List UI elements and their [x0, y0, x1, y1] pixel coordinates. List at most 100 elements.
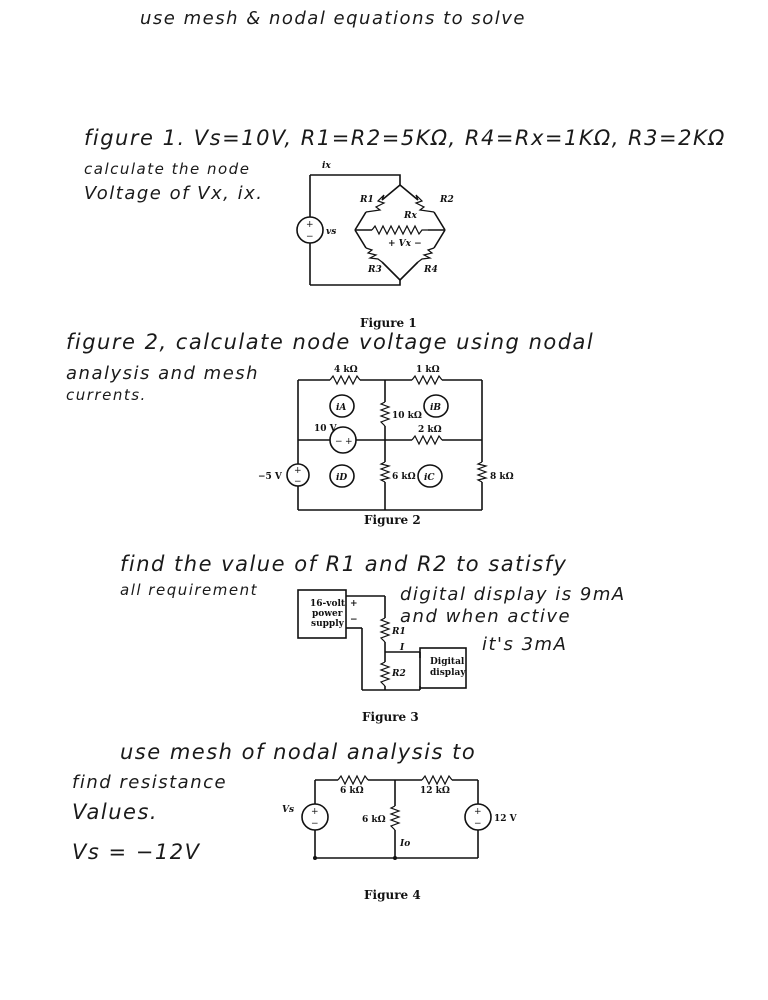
dot-mid-bottom [393, 856, 397, 860]
problem1-line3: Voltage of Vx, ix. [84, 183, 264, 204]
label-6k-top: 6 kΩ [340, 786, 364, 796]
source-vs-fig4: + − [301, 803, 329, 831]
svg-text:supply: supply [311, 619, 345, 629]
label-2k: 2 kΩ [418, 425, 442, 435]
svg-text:−: − [335, 437, 343, 447]
svg-text:+: + [306, 220, 314, 230]
svg-text:iD: iD [336, 473, 347, 483]
problem2-line3: currents. [66, 386, 147, 404]
resistor-r1 [365, 194, 386, 213]
svg-text:−: − [294, 477, 302, 487]
svg-text:−: − [306, 232, 314, 242]
svg-text:+: + [311, 807, 319, 817]
svg-text:+: + [345, 437, 353, 447]
svg-text:Digital: Digital [430, 657, 465, 667]
resistor-6k-mid [389, 805, 401, 831]
problem4-line4: Vs = −12V [72, 840, 201, 864]
label-10k: 10 kΩ [392, 411, 422, 421]
svg-text:display: display [430, 668, 466, 678]
label-minus: − [350, 615, 358, 625]
resistor-r2-fig3 [379, 661, 391, 687]
figure2-wires [297, 379, 483, 511]
svg-text:iA: iA [336, 403, 346, 413]
figure1-wires [309, 174, 445, 286]
label-plus: + [350, 599, 358, 609]
label-r2-fig3: R2 [391, 669, 406, 679]
figure3-caption: Figure 3 [362, 710, 419, 724]
problem2-line1: figure 2, calculate node voltage using n… [66, 330, 595, 354]
label-8k: 8 kΩ [490, 472, 514, 482]
resistor-8k [476, 461, 489, 483]
resistor-12k [421, 774, 453, 786]
label-rx: Rx [403, 211, 417, 221]
svg-text:power: power [312, 609, 343, 619]
svg-text:+: + [474, 807, 482, 817]
problem1-line2: calculate the node [84, 160, 251, 178]
svg-text:iC: iC [424, 473, 435, 483]
problem3-line1: find the value of R1 and R2 to satisfy [120, 552, 568, 576]
label-io: Io [399, 839, 410, 849]
label-12k: 12 kΩ [420, 786, 450, 796]
header-note: use mesh & nodal equations to solve [140, 8, 526, 29]
figure1-bridge [354, 184, 446, 281]
label-10v: 10 V [314, 424, 338, 434]
label-r1: R1 [359, 195, 374, 205]
problem3-line2: all requirement [120, 581, 259, 599]
figure1-caption: Figure 1 [360, 316, 417, 330]
problem4-line1: use mesh of nodal analysis to [120, 740, 477, 764]
dot-left-bottom [313, 856, 317, 860]
label-6k-mid: 6 kΩ [362, 815, 386, 825]
label-vx: + Vx − [388, 239, 422, 249]
label-1k: 1 kΩ [416, 365, 440, 375]
resistor-r4 [417, 247, 435, 263]
problem3-line4: and when active [400, 606, 572, 627]
label-r3: R3 [367, 265, 382, 275]
svg-text:−: − [311, 819, 319, 829]
problem3-line3: digital display is 9mA [400, 584, 626, 605]
svg-text:−: − [474, 819, 482, 829]
source-minus5v: + − [286, 463, 310, 487]
source-10v: − + [329, 426, 357, 454]
resistor-r3 [365, 247, 383, 263]
mesh-ic: iC [417, 464, 443, 488]
svg-text:iB: iB [430, 403, 441, 413]
power-supply-box: 16-volt power supply [297, 589, 347, 639]
problem1-line1: figure 1. Vs=10V, R1=R2=5KΩ, R4=Rx=1KΩ, … [84, 126, 726, 150]
label-r4: R4 [423, 265, 438, 275]
svg-text:16-volt: 16-volt [310, 599, 346, 609]
source-12v: + − [464, 803, 492, 831]
mesh-id: iD [329, 464, 355, 488]
resistor-6k [379, 461, 392, 483]
problem4-line3: Values. [72, 800, 159, 824]
resistor-r2 [414, 194, 435, 213]
problem3-line5: it's 3mA [482, 634, 568, 655]
label-6k: 6 kΩ [392, 472, 416, 482]
problem4-line2: find resistance [72, 772, 228, 793]
label-vs: vs [326, 227, 336, 237]
resistor-r1-fig3 [379, 617, 391, 643]
resistor-10k [379, 401, 391, 427]
label-12v: 12 V [494, 814, 518, 824]
figure3-wires [346, 595, 421, 691]
resistor-rx [371, 224, 428, 236]
mesh-ia: iA [329, 394, 355, 418]
digital-display-box: Digital display [419, 647, 467, 689]
label-r1-fig3: R1 [391, 627, 406, 637]
label-ix: ix [322, 161, 331, 171]
figure4-caption: Figure 4 [364, 888, 421, 902]
figure2-caption: Figure 2 [364, 513, 421, 527]
label-4k: 4 kΩ [334, 365, 358, 375]
source-vs-fig1: + − [296, 216, 324, 244]
resistor-1k [411, 374, 443, 386]
label-r2: R2 [439, 195, 454, 205]
problem2-line2: analysis and mesh [66, 363, 260, 384]
mesh-ib: iB [423, 394, 449, 418]
svg-text:+: + [294, 466, 302, 476]
resistor-6k-top [337, 774, 369, 786]
resistor-2k [411, 434, 443, 446]
label-i: I [399, 643, 405, 653]
